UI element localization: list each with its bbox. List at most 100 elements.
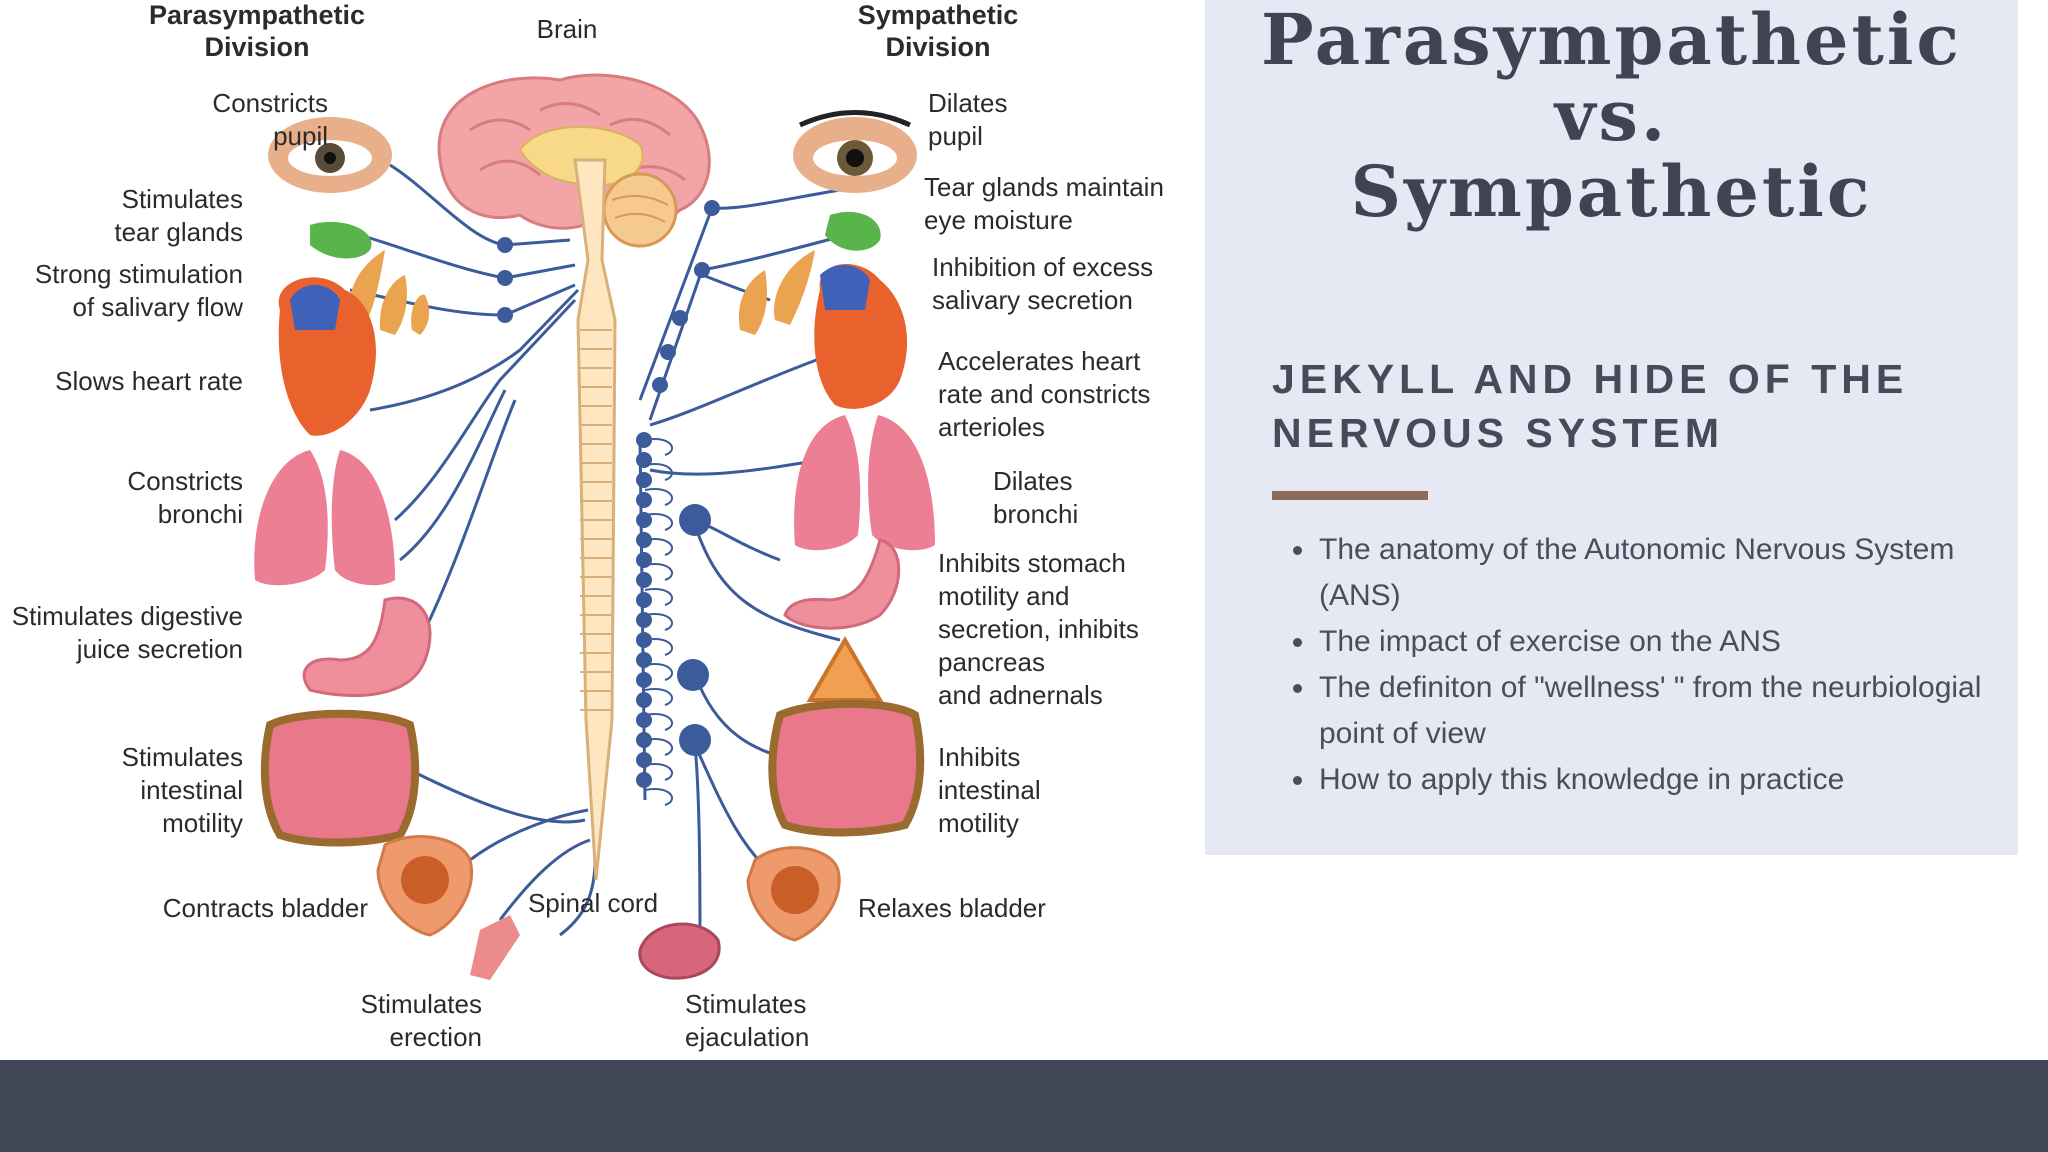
nerve-line xyxy=(649,353,831,427)
nerve-line xyxy=(469,808,589,862)
subtitle: JEKYLL AND HIDE OF THE NERVOUS SYSTEM xyxy=(1272,352,1992,460)
chain-ganglion xyxy=(636,652,652,668)
sympathetic-chain-branch xyxy=(644,713,673,731)
nerve-line xyxy=(409,768,586,824)
chain-ganglion xyxy=(636,712,652,728)
intestine-left-illustration xyxy=(260,709,420,847)
sympathetic-chain-branch xyxy=(644,763,673,781)
nerve-line xyxy=(649,458,821,476)
ganglion xyxy=(694,262,710,278)
penis-illustration xyxy=(470,915,520,980)
sympathetic-chain-branch xyxy=(644,513,673,531)
tear-gland-left-illustration xyxy=(310,221,372,259)
nerve-line xyxy=(648,269,704,421)
accent-divider xyxy=(1272,491,1428,500)
nerve-line xyxy=(394,298,577,522)
sympathetic-chain-branch xyxy=(644,488,673,506)
chain-ganglion xyxy=(636,592,652,608)
chain-ganglion xyxy=(636,632,652,648)
subtitle-line: JEKYLL AND HIDE OF THE xyxy=(1272,356,1909,402)
nerve-line xyxy=(701,236,836,272)
sympathetic-chain-branch xyxy=(644,563,673,581)
nerve-line xyxy=(498,838,591,921)
collateral-ganglion xyxy=(679,724,711,756)
chain-ganglion xyxy=(636,692,652,708)
heart-left-illustration xyxy=(278,277,376,436)
ganglia xyxy=(497,200,720,788)
bladder-right-illustration xyxy=(746,846,841,942)
footer-bar xyxy=(0,1060,2048,1152)
chain-ganglion xyxy=(636,492,652,508)
bullet-item: The definiton of "wellness' " from the n… xyxy=(1317,665,2037,757)
bullet-item: How to apply this knowledge in practice xyxy=(1317,757,2037,803)
nerve-line xyxy=(369,288,580,412)
nerve-line xyxy=(418,399,517,641)
title-line: Parasympathetic xyxy=(1260,0,1963,81)
bullet-item: The impact of exercise on the ANS xyxy=(1317,619,2037,665)
chain-ganglion xyxy=(636,772,652,788)
chain-ganglion xyxy=(636,512,652,528)
heart-right-illustration xyxy=(814,263,908,409)
eye-right-illustration xyxy=(793,110,917,193)
chain-ganglion xyxy=(636,752,652,768)
bladder-left-illustration xyxy=(376,835,473,937)
salivary-glands-right-illustration xyxy=(738,250,815,335)
chain-ganglion xyxy=(636,452,652,468)
intestine-right-illustration xyxy=(768,699,925,837)
testis-illustration xyxy=(638,922,721,980)
stomach-left-illustration xyxy=(302,596,432,698)
sympathetic-chain-branch xyxy=(644,613,673,631)
ganglion xyxy=(704,200,720,216)
ganglion xyxy=(672,310,688,326)
sympathetic-chain-branch xyxy=(644,588,673,606)
label-brain: Brain xyxy=(537,14,598,44)
lungs-right-illustration xyxy=(794,415,935,551)
collateral-ganglion xyxy=(679,504,711,536)
chain-ganglion xyxy=(636,472,652,488)
subtitle-line: NERVOUS SYSTEM xyxy=(1272,410,1724,456)
ganglion xyxy=(497,270,513,286)
sympathetic-chain-branch xyxy=(644,688,673,706)
bullet-list: The anatomy of the Autonomic Nervous Sys… xyxy=(1295,527,2037,803)
eye-left-illustration xyxy=(268,117,392,193)
bullet-item: The anatomy of the Autonomic Nervous Sys… xyxy=(1317,527,2037,619)
nerve-line xyxy=(638,207,714,401)
sympathetic-chain-branch xyxy=(644,463,673,481)
spinal-segments xyxy=(580,329,612,711)
para-label-3: Slows heart rate xyxy=(55,366,243,396)
nerve-line xyxy=(711,188,841,210)
symp-label-7: Relaxes bladder xyxy=(858,893,1046,923)
sympathetic-chain-branch xyxy=(644,663,673,681)
chain-ganglion xyxy=(636,552,652,568)
nerve-line xyxy=(693,524,841,642)
chain-ganglion xyxy=(636,732,652,748)
collateral-ganglion xyxy=(677,659,709,691)
para-label-7: Contracts bladder xyxy=(163,893,369,923)
ganglion xyxy=(652,377,668,393)
label-spinal-cord: Spinal cord xyxy=(528,888,658,918)
pancreas-illustration xyxy=(806,636,884,702)
title-line: vs. xyxy=(1554,74,1669,157)
tear-gland-right-illustration xyxy=(825,211,881,251)
ganglion xyxy=(497,237,513,253)
ganglion xyxy=(660,344,676,360)
nerve-line xyxy=(399,389,507,562)
